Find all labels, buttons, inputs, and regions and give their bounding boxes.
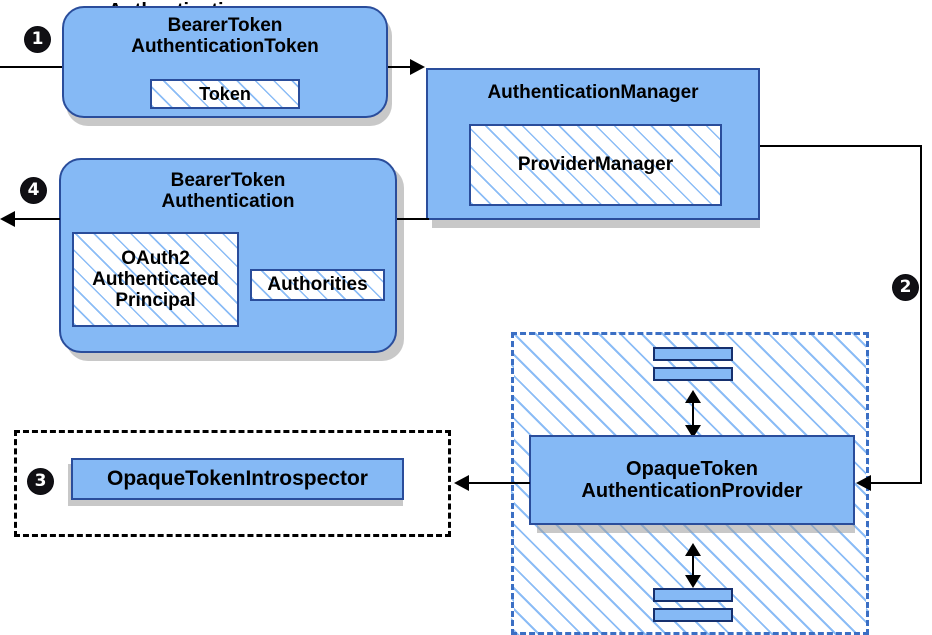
- interface-link-bottom-arrow-up: [685, 543, 701, 556]
- opaque-token-introspector-group: [14, 430, 451, 537]
- interface-link-bottom-line: [692, 551, 694, 580]
- connector-authentication-out: [12, 218, 60, 220]
- bearer-token-authentication-token-title: BearerToken AuthenticationToken: [131, 15, 319, 58]
- connector-manager-to-provider-bottom: [868, 482, 922, 484]
- bearer-token-authentication-title: BearerToken Authentication: [161, 170, 295, 213]
- badge-4: 4: [21, 178, 46, 203]
- interface-link-bottom-arrow-down: [685, 575, 701, 588]
- interface-bar-bottom-1: [653, 588, 733, 602]
- opaque-token-introspector-label: OpaqueTokenIntrospector: [107, 467, 368, 491]
- opaque-token-authentication-provider-label: OpaqueToken AuthenticationProvider: [581, 457, 803, 502]
- connector-request-in: [0, 66, 62, 68]
- connector-provider-to-introspector: [468, 482, 530, 484]
- interface-bar-top-2: [653, 367, 733, 381]
- interface-bar-bottom-2: [653, 608, 733, 622]
- connector-manager-to-provider-right: [920, 145, 922, 483]
- interface-link-top-arrow-down: [685, 425, 701, 438]
- connector-token-to-manager: [388, 66, 415, 68]
- connector-manager-to-authentication: [397, 218, 429, 220]
- interface-link-top-line: [692, 398, 694, 430]
- badge-2: 2: [893, 275, 918, 300]
- node-bearer-token-authentication-token[interactable]: BearerToken AuthenticationToken: [62, 6, 388, 118]
- inner-oauth2-authenticated-principal[interactable]: OAuth2 Authenticated Principal: [72, 232, 239, 327]
- interface-bar-top-1: [653, 347, 733, 361]
- connector-token-to-manager-arrow: [410, 59, 425, 75]
- connector-authentication-out-arrow: [0, 211, 15, 227]
- connector-provider-to-introspector-arrow: [454, 475, 469, 491]
- authentication-manager-title: AuthenticationManager: [487, 82, 699, 103]
- interface-link-top-arrow-up: [685, 390, 701, 403]
- connector-manager-to-provider-arrow: [856, 475, 871, 491]
- inner-token[interactable]: Token: [150, 79, 300, 109]
- node-opaque-token-authentication-provider[interactable]: OpaqueToken AuthenticationProvider: [529, 435, 855, 525]
- connector-manager-to-provider-top: [760, 145, 922, 147]
- inner-authorities[interactable]: Authorities: [250, 269, 385, 301]
- node-opaque-token-introspector[interactable]: OpaqueTokenIntrospector: [71, 458, 404, 500]
- inner-provider-manager[interactable]: ProviderManager: [469, 124, 722, 206]
- badge-1: 1: [25, 27, 50, 52]
- badge-3: 3: [28, 469, 53, 494]
